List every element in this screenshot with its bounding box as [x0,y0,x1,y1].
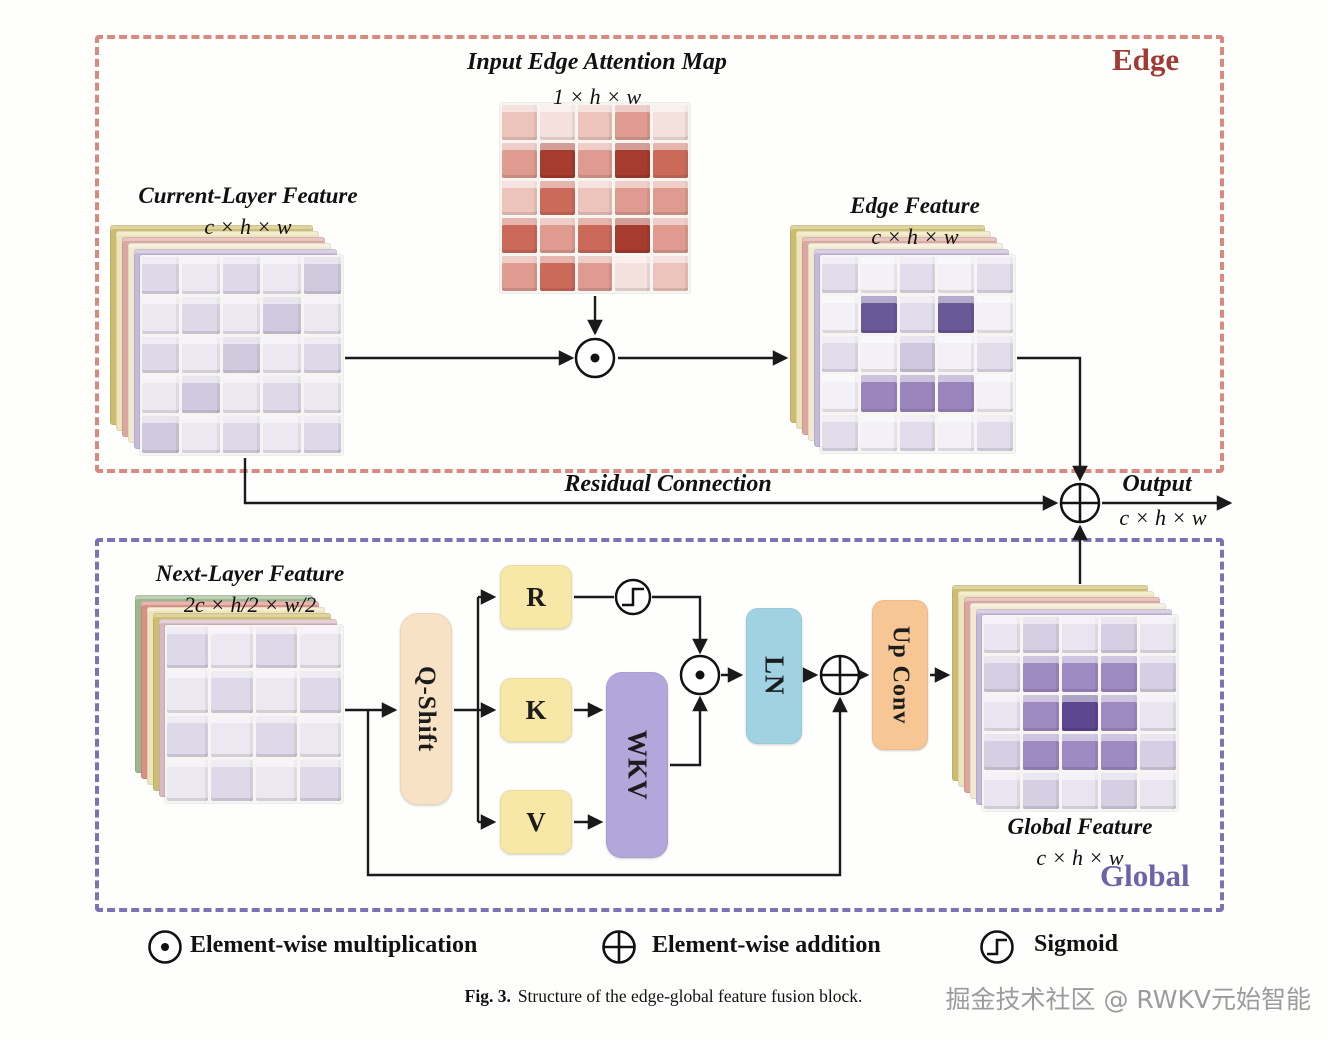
legend-multiply-icon [148,930,182,964]
legend-sigmoid-label: Sigmoid [1034,931,1119,957]
caption-fig-number: Fig. 3. [464,986,511,1006]
wkv-block: WKV [606,672,668,858]
add-node-output [1059,482,1101,524]
current-layer-feature-cube [110,225,343,455]
k-block: K [500,678,572,742]
edge-section-label: Edge [1112,42,1180,77]
k-label: K [525,694,547,725]
r-label: R [526,581,546,612]
qshift-label: Q-Shift [413,665,440,753]
global-section-box [95,538,1224,912]
caption-text: Structure of the edge-global feature fus… [517,986,863,1006]
edge-feature-title: Edge Feature [850,193,980,218]
global-section-label: Global [1100,858,1190,893]
attention-map-title: Input Edge Attention Map [467,49,727,75]
global-feature-cube [952,585,1178,811]
v-block: V [500,790,572,854]
next-layer-feature-cube [135,595,343,803]
legend-addition-label: Element-wise addition [652,932,881,958]
current-layer-title: Current-Layer Feature [138,183,358,208]
edge-feature-cube [790,225,1015,453]
legend-add-icon [602,930,636,964]
attention-map-grid [500,103,690,293]
global-feature-title: Global Feature [1007,814,1153,839]
residual-connection-label: Residual Connection [564,471,772,497]
legend-multiplication-label: Element-wise multiplication [190,932,478,958]
upconv-label: Up Conv [887,625,914,725]
legend-sigmoid-icon [980,930,1014,964]
qshift-block: Q-Shift [400,613,452,805]
ln-block: LN [746,608,802,744]
watermark: 掘金技术社区 @ RWKV元始智能 [945,985,1311,1014]
current-layer-dims: c × h × w [204,214,292,239]
attention-map-dims: 1 × h × w [552,84,642,109]
v-label: V [526,806,546,837]
output-label: Output [1122,471,1192,497]
output-dims: c × h × w [1119,505,1207,530]
ln-label: LN [759,656,790,696]
next-layer-dims: 2c × h/2 × w/2 [183,592,317,617]
wkv-label: WKV [622,729,653,801]
upconv-block: Up Conv [872,600,928,750]
figure-caption: Fig. 3. Structure of the edge-global feat… [0,986,1327,1007]
r-block: R [500,565,572,629]
edge-feature-dims: c × h × w [871,224,959,249]
global-feature-dims: c × h × w [1036,845,1124,870]
next-layer-title: Next-Layer Feature [155,561,345,586]
